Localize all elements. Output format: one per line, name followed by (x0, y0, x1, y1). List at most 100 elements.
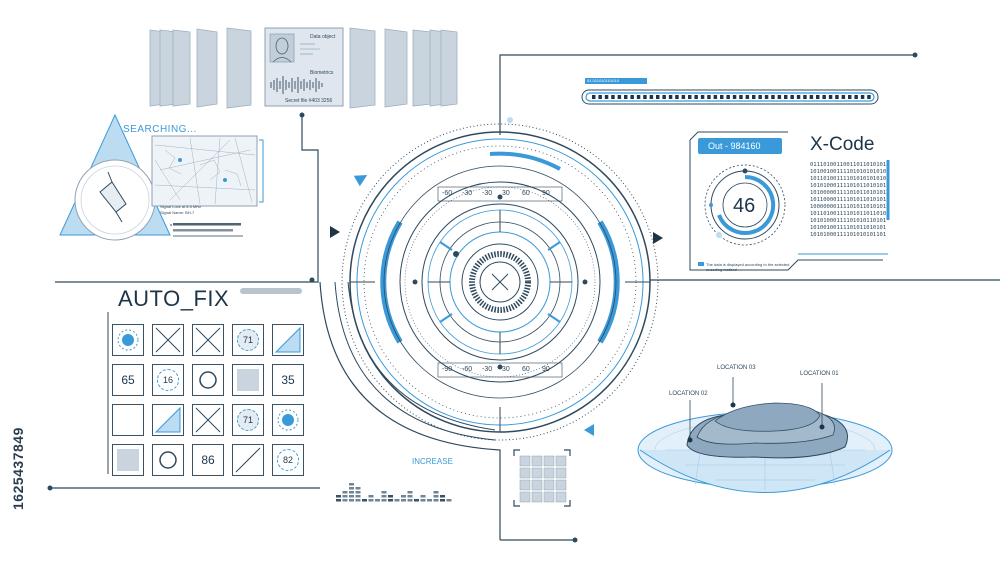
id-card-line-2: Biometrics (310, 70, 334, 76)
increase-bar-segment (355, 499, 361, 502)
location-01-label: LOCATION 01 (800, 371, 839, 377)
top-bar-tick (700, 95, 705, 99)
xcode-binary-line: 10110100111101011011010 (810, 211, 887, 217)
top-bar-tick (835, 95, 839, 99)
top-bar-graphic (581, 78, 879, 105)
auto-fix-cell-icon (155, 327, 181, 353)
auto-fix-cell-icon (277, 409, 299, 431)
xcode-panel: Out - 984160 X-Code 46 01110100110011011… (688, 130, 893, 280)
top-bar-tick (662, 95, 666, 99)
xcode-binary-line: 10101000111101011010101 (810, 183, 887, 189)
small-matrix (512, 448, 572, 508)
id-card-strip: Data object Biometrics Secret file #403 … (145, 26, 465, 110)
top-bar-tick (604, 95, 609, 99)
id-card-line-1: Data object (310, 34, 336, 40)
auto-fix-cell: 35 (272, 364, 304, 396)
xcode-binary-line: 10110100111101010101010 (810, 176, 887, 182)
top-bar-tick (675, 95, 679, 99)
top-bar-tick (656, 95, 660, 99)
searching-text-2: Signal Name: BH-7 (160, 210, 195, 215)
dial-scale-label: 30 (502, 366, 510, 373)
xcode-frame (689, 131, 890, 271)
xcode-tag: Out - 984160 (708, 141, 761, 151)
increase-bar-segment (407, 491, 413, 494)
top-bar-tick (828, 95, 833, 99)
auto-fix-cell (152, 324, 184, 356)
dial-scale-label: -30 (482, 190, 493, 197)
auto-fix-cell-icon (195, 327, 221, 353)
auto-fix-cell (112, 444, 144, 476)
auto-fix-cell-icon (274, 326, 301, 353)
top-bar-tick (854, 95, 858, 99)
auto-fix-cell (192, 364, 224, 396)
xcode-binary-line: 10101000111101010110101 (810, 218, 887, 224)
auto-fix-cell (232, 364, 264, 396)
dial-scale-label: 60 (522, 366, 530, 373)
increase-bar-segment (401, 495, 406, 498)
top-bar-tick (771, 95, 775, 99)
xcode-title: X-Code (810, 134, 875, 155)
top-bar-tick (841, 95, 846, 99)
auto-fix-cell-value: 65 (121, 373, 135, 387)
location-03-label: LOCATION 03 (717, 365, 756, 371)
increase-bar-segment (420, 495, 426, 498)
dial-scale-label: 30 (502, 190, 510, 197)
increase-bar-segment (407, 495, 413, 498)
auto-fix-cell-icon (117, 449, 139, 471)
top-bar-tag: 01 011010101010 (587, 78, 619, 83)
top-bar-tick (598, 95, 602, 99)
top-bar-tick (784, 95, 788, 99)
auto-fix-cell-icon (235, 447, 261, 473)
xcode-binary-line: 10100100111101010101010 (810, 169, 887, 175)
auto-fix-title: AUTO_FIX (118, 286, 230, 311)
auto-fix-cell-icon (199, 371, 217, 389)
top-bar-tick (636, 95, 641, 99)
top-bar-tick (796, 95, 801, 99)
location-02-label: LOCATION 02 (669, 391, 708, 397)
top-bar-tick (816, 95, 820, 99)
top-bar-tick (809, 95, 814, 99)
id-card-line-3: Secret file #403 3256 (285, 98, 333, 104)
xcode-value: 46 (733, 195, 756, 217)
top-bar-tick (611, 95, 615, 99)
top-bar-tick (867, 95, 871, 99)
card-stack-graphic (149, 27, 458, 109)
searching-text-1: Signal Lock at 8.5 MHz (160, 204, 202, 209)
top-progress-bar: 01 011010101010 (580, 78, 880, 108)
top-bar-tick (745, 95, 750, 99)
increase-bar-segment (336, 499, 341, 502)
top-bar-tick (822, 95, 826, 99)
increase-bar-segment (433, 491, 439, 494)
increase-bar-segment (440, 499, 445, 502)
increase-bar-segment (349, 487, 354, 490)
top-bar-tick (739, 95, 743, 99)
top-bar-tick (707, 95, 711, 99)
auto-fix-cell (112, 404, 144, 436)
top-bar-tick (752, 95, 756, 99)
increase-bar-segment (368, 495, 374, 498)
auto-fix-cell-icon (117, 329, 139, 351)
top-bar-tick (592, 95, 596, 99)
increase-label: INCREASE (412, 457, 453, 466)
auto-fix-cell-value: 35 (281, 373, 295, 387)
auto-fix-cell: 82 (272, 444, 304, 476)
increase-bar-segment (381, 491, 387, 494)
top-bar-tick (624, 95, 628, 99)
xcode-note: The data is displayed according to the s… (706, 262, 790, 272)
searching-panel: SEARCHING... Signal Lock at 8.5 MHz Sign… (30, 110, 270, 245)
top-bar-tick (668, 95, 673, 99)
auto-fix-cell (272, 324, 304, 356)
increase-bar-segment (414, 499, 419, 502)
auto-fix-cell-value: 82 (277, 449, 299, 471)
top-bar-tick (860, 95, 865, 99)
auto-fix-cell-value: 71 (237, 329, 259, 351)
xcode-binary-line: 10100100111101011010101 (810, 225, 887, 231)
increase-bars (336, 483, 452, 502)
searching-title: SEARCHING... (123, 124, 197, 135)
xcode-binary-line: 10101000111101010101101 (810, 232, 887, 238)
auto-fix-cell (272, 404, 304, 436)
top-bar-tick (726, 95, 730, 99)
increase-bar-segment (362, 499, 367, 502)
